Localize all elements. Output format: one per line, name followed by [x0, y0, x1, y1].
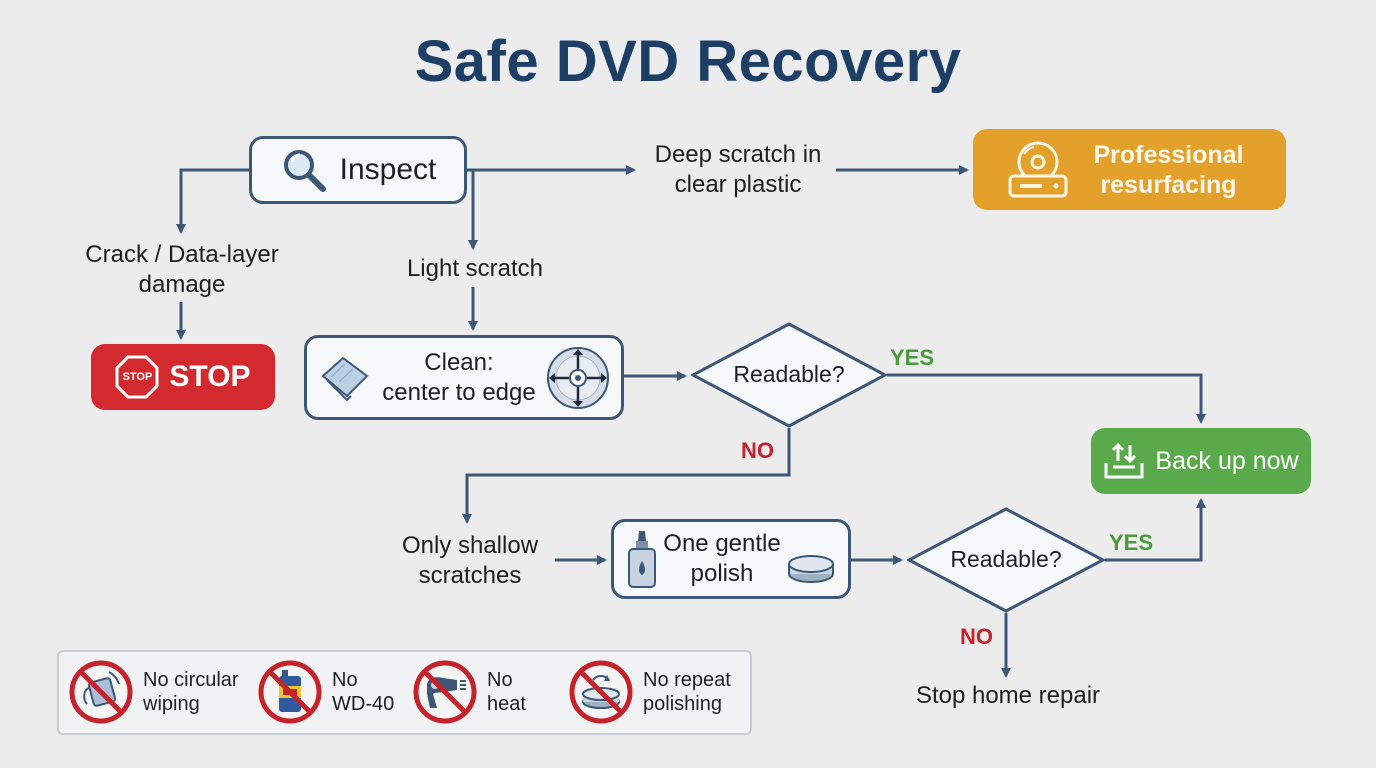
yes-label-1: YES	[890, 345, 935, 370]
crack-label: Crack / Data-layer damage	[85, 241, 279, 298]
stop-node[interactable]: STOP STOP	[91, 344, 275, 410]
warning-label: No circular wiping	[143, 669, 239, 715]
polish-label: One gentle polish	[663, 530, 781, 587]
warning-no-circular-wiping: No circular wiping	[69, 660, 239, 724]
back-up-now-node[interactable]: Back up now	[1091, 428, 1311, 494]
clean-label: Clean: center to edge	[382, 348, 536, 406]
warning-no-heat: No heat	[413, 660, 526, 724]
edge-readable-1-yes	[887, 373, 1206, 424]
polish-node[interactable]: One gentle polish	[611, 519, 851, 599]
inspect-label: Inspect	[339, 153, 437, 186]
inspect-node[interactable]: Inspect	[249, 136, 467, 204]
disc-drive-icon	[1006, 140, 1070, 200]
warning-label: No repeat polishing	[643, 669, 731, 715]
no-circular-wiping-icon	[69, 660, 133, 724]
warning-no-repeat-polishing: No repeat polishing	[569, 660, 731, 724]
warning-no-wd40: No WD-40	[258, 660, 394, 724]
readable-decision-1[interactable]	[691, 322, 887, 428]
clean-node[interactable]: Clean: center to edge	[304, 335, 624, 420]
professional-resurfacing-node[interactable]: Professional resurfacing	[973, 129, 1286, 210]
shallow-scratches-label: Only shallow scratches	[401, 532, 539, 589]
back-up-label: Back up now	[1155, 446, 1299, 475]
warnings-panel	[57, 650, 752, 735]
readable-decision-2[interactable]	[907, 507, 1105, 613]
yes-label-2: YES	[1109, 530, 1154, 555]
no-heat-icon	[413, 660, 477, 724]
light-scratch-label: Light scratch	[406, 255, 544, 282]
professional-label: Professional resurfacing	[1093, 140, 1244, 199]
warning-label: No WD-40	[332, 669, 395, 715]
polish-puck-icon	[786, 554, 836, 584]
no-label-1: NO	[741, 438, 774, 463]
polish-bottle-icon	[626, 529, 658, 589]
stop-label: STOP	[169, 360, 251, 393]
no-repeat-polishing-icon	[569, 660, 633, 724]
disc-arrows-icon	[545, 345, 611, 411]
stop-sign-text: STOP	[122, 371, 153, 383]
stop-sign-icon: STOP	[115, 355, 159, 399]
readable-2-label: Readable?	[950, 546, 1062, 572]
page-title: Safe DVD Recovery	[414, 29, 962, 94]
stop-home-repair-label: Stop home repair	[915, 682, 1101, 709]
edge-inspect-to-crack	[176, 168, 249, 234]
readable-1-label: Readable?	[733, 361, 845, 387]
upload-tray-icon	[1103, 441, 1145, 481]
deep-scratch-label: Deep scratch in clear plastic	[654, 141, 822, 198]
warning-label: No heat	[487, 669, 526, 715]
no-wd40-icon	[258, 660, 322, 724]
edge-readable-2-yes	[1105, 498, 1206, 562]
no-label-2: NO	[960, 624, 993, 649]
magnifier-icon	[280, 146, 328, 194]
cloth-icon	[317, 350, 373, 406]
edge-readable-1-no	[462, 428, 791, 524]
